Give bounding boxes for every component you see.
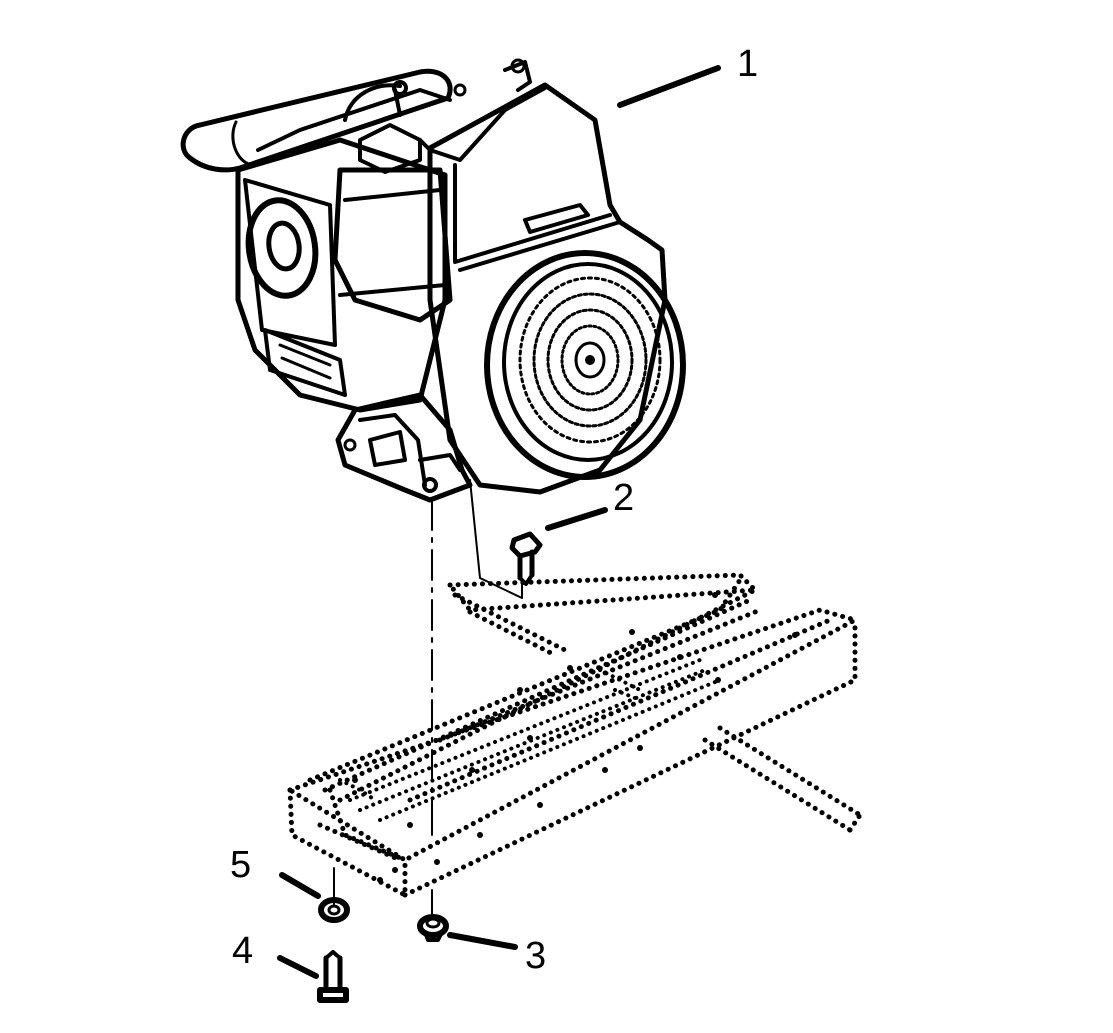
bolt-lower bbox=[317, 950, 349, 1003]
alignment-lines bbox=[333, 479, 523, 916]
callout-3: 3 bbox=[525, 935, 546, 977]
callout-4: 4 bbox=[232, 930, 253, 972]
bolt-upper bbox=[509, 531, 543, 586]
washer bbox=[318, 897, 350, 923]
callout-2: 2 bbox=[613, 477, 634, 519]
callout-5: 5 bbox=[230, 844, 251, 886]
leader-lines bbox=[277, 65, 721, 979]
engine bbox=[180, 58, 686, 503]
leader-line-4 bbox=[277, 955, 319, 979]
leader-line-2 bbox=[545, 507, 608, 531]
callout-1: 1 bbox=[737, 43, 758, 85]
nut bbox=[417, 914, 449, 942]
leader-line-5 bbox=[279, 872, 321, 899]
mounting-frame bbox=[287, 572, 863, 900]
leader-line-3 bbox=[447, 932, 518, 950]
leader-line-1 bbox=[617, 65, 721, 108]
